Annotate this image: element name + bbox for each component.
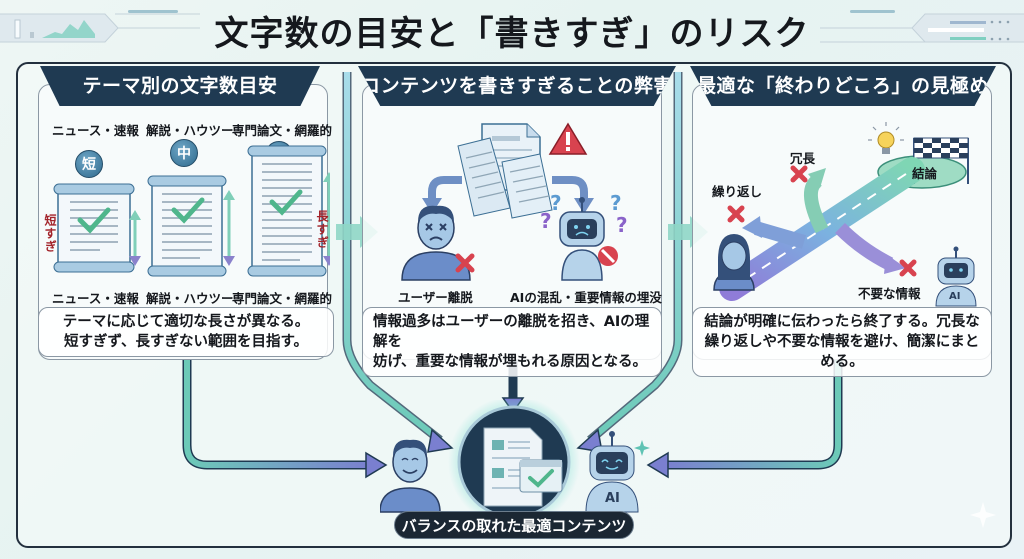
scroll-short-icon: [53, 183, 135, 273]
branch-repeat: [754, 221, 806, 249]
category-howto-bottom: 解説・ハウツー: [146, 291, 234, 306]
category-academic-bottom: 専門論文・網羅的: [232, 291, 333, 306]
arrow-left-to-center: [182, 360, 370, 470]
caption-line: 繰り返しや不要な情報を避け、簡潔にまとめる。: [704, 334, 980, 370]
overwriting-illustration: ? ? ? ?: [401, 122, 628, 281]
optimal-content-illustration: [380, 400, 650, 520]
page-title: 文字数の目安と「書きすぎ」のリスク: [214, 14, 810, 54]
decorative-status-panel-right: [820, 10, 1024, 43]
range-arrow-long-icon: [323, 172, 330, 266]
svg-text:?: ?: [550, 191, 562, 215]
panel-header-length-guide: テーマ別の文字数目安: [40, 66, 320, 106]
branch-unneeded: [835, 222, 894, 271]
happy-user-icon: [380, 439, 441, 513]
svg-text:?: ?: [616, 213, 628, 237]
range-arrow-short-icon: [129, 210, 141, 266]
scroll-long-icon: [247, 145, 327, 277]
ai-badge-right: AI: [949, 291, 961, 302]
caption-line: 短すぎず、長すぎない範囲を目指す。: [63, 334, 309, 350]
red-x-icon: [899, 259, 917, 277]
warning-icon: [548, 122, 588, 155]
scroll-medium-icon: [147, 175, 227, 277]
panel-header-ending-point: 最適な「終わりどころ」の見極め方: [690, 66, 996, 106]
content-circle-icon: [457, 405, 571, 519]
category-howto-top: 解説・ハウツー: [146, 123, 234, 138]
check-icon: [528, 469, 554, 488]
optimal-content-banner: バランスの取れた最適コンテンツ: [394, 511, 634, 539]
caption-line: 結論が明確に伝わったら終了する。冗長な: [704, 314, 980, 330]
svg-text:?: ?: [610, 191, 622, 215]
document-pile-icon: [457, 123, 553, 219]
category-news-top: ニュース・速報: [52, 123, 139, 138]
confused-robot-icon: [559, 197, 605, 281]
check-icon: [269, 189, 303, 216]
redundant-label: 冗長: [790, 151, 816, 166]
split-arrow-left-icon: [428, 176, 462, 202]
branch-redundant: [804, 174, 829, 234]
ai-confusion-label: AIの混乱・重要情報の埋没: [510, 290, 662, 305]
range-arrow-medium-icon: [223, 190, 235, 266]
red-x-icon: [727, 205, 745, 223]
caption-line: テーマに応じて適切な長さが異なる。: [62, 314, 310, 330]
unneeded-info-label: 不要な情報: [858, 286, 921, 301]
ai-robot-icon: [935, 246, 977, 307]
sparkle-icon: [634, 440, 650, 456]
roadmap-illustration: [713, 122, 977, 307]
split-arrow-right-icon: [552, 176, 588, 202]
too-short-label: 短すぎ: [43, 214, 57, 253]
category-news-bottom: ニュース・速報: [52, 291, 139, 306]
arrowhead-left-center: [365, 451, 388, 479]
ai-badge-bottom: AI: [605, 491, 620, 506]
category-academic-top: 専門論文・網羅的: [232, 123, 333, 138]
panel-header-overwriting-harm: コンテンツを書きすぎることの弊害: [358, 66, 676, 106]
question-marks-icon: ? ? ? ?: [540, 191, 628, 237]
decorative-chart-panel-left: [0, 10, 200, 43]
badge-medium: 中: [170, 139, 198, 167]
caption-ending-point: 結論が明確に伝わったら終了する。冗長な 繰り返しや不要な情報を避け、簡潔にまとめ…: [692, 307, 992, 377]
badge-short: 短: [75, 150, 103, 178]
woman-user-icon: [713, 234, 755, 291]
too-long-label: 長すぎ: [315, 210, 329, 249]
caption-line: 妨げ、重要な情報が埋もれる原因となる。: [373, 354, 648, 370]
goal-label: 結論: [912, 166, 938, 181]
caption-overwriting-harm: 情報過多はユーザーの離脱を招き、AIの理解を 妨げ、重要な情報が埋もれる原因とな…: [362, 307, 662, 377]
check-icon: [77, 207, 111, 234]
frustrated-user-icon: [401, 205, 471, 281]
user-leave-label: ユーザー離脱: [398, 290, 473, 305]
svg-text:?: ?: [540, 209, 552, 233]
red-x-icon: [455, 253, 475, 273]
red-x-icon: [790, 165, 808, 183]
repeat-label: 繰り返し: [712, 184, 763, 199]
caption-length-guide: テーマに応じて適切な長さが異なる。 短すぎず、長すぎない範囲を目指す。: [38, 307, 334, 357]
arrowhead-right-center: [646, 451, 669, 479]
no-entry-icon: [598, 246, 618, 266]
scroll-illustrations: [53, 145, 330, 277]
caption-line: 情報過多はユーザーの離脱を招き、AIの理解を: [373, 314, 650, 350]
happy-robot-icon: [585, 431, 650, 513]
lightbulb-icon: [868, 122, 904, 154]
check-icon: [171, 197, 205, 224]
sparkle-decor-icon: [970, 502, 996, 528]
